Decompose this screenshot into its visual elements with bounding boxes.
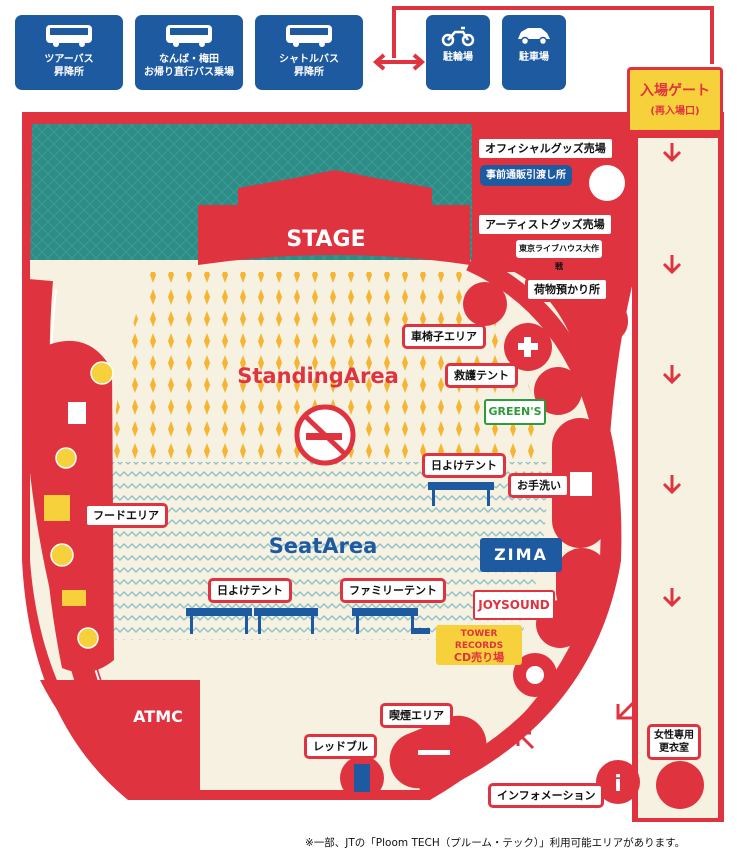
bus-icon [46,25,92,47]
tower-records-label[interactable]: TOWER RECORDS CD売り場 [436,625,522,665]
information-label[interactable]: インフォメーション [488,783,605,808]
wheelchair-circle [463,282,507,326]
family-tent-label[interactable]: ファミリーテント [340,578,446,603]
no-smoking-icon [294,404,356,466]
food-area [42,340,114,673]
car-parking-label: 駐車場 [519,52,549,63]
tour-bus-box[interactable]: ツアーバス 昇降所 [15,15,123,90]
bike-parking-label: 駐輪場 [443,52,473,63]
rice-bowl-icon [50,543,74,567]
bottles-icon [68,402,86,424]
music-circle [534,367,582,415]
standing-area [110,272,548,460]
changing-room-label[interactable]: 女性専用 更衣室 [647,724,701,760]
footnote: ※一部、JTの「Ploom TECH（プルーム・テック）」利用可能エリアがありま… [305,837,686,849]
sunshade-left-label[interactable]: 日よけテント [208,578,292,603]
namba-bus-line1: なんば・梅田 [159,54,219,65]
namba-bus-box[interactable]: なんば・梅田 お帰り直行バス乗場 [135,15,243,90]
luggage-circle [584,300,628,342]
shuttle-bus-line2: 昇降所 [294,67,324,78]
official-goods-label[interactable]: オフィシャルグッズ売場 [476,136,615,161]
fries-icon [55,447,77,469]
tower-records-name: TOWER RECORDS [454,629,504,651]
shuttle-bus-line1: シャトルバス [279,54,339,65]
popcorn-icon [77,627,99,649]
entry-arrows [516,143,682,750]
namba-bus-line2: お帰り直行バス乗場 [144,67,234,78]
entry-gate[interactable]: 入場ゲート (再入場口) [627,67,723,133]
sunshade-tent-right [428,482,494,506]
car-parking-box[interactable]: 駐車場 [502,15,566,90]
standing-area-label: StandingArea [237,364,399,388]
wheelchair-label[interactable]: 車椅子エリア [402,324,486,349]
bike-parking-box[interactable]: 駐輪場 [426,15,490,90]
snack-icon [62,590,86,606]
greens-logo: GREEN'S [484,399,546,425]
entry-gate-title: 入場ゲート [640,83,710,99]
toilet-label[interactable]: お手洗い [508,473,570,498]
atmc-area [40,680,200,790]
info-circle [596,760,640,804]
shuttle-bus-box[interactable]: シャトルバス 昇降所 [255,15,363,90]
stage [198,170,470,265]
artist-goods-label[interactable]: アーティストグッズ売場 [476,212,614,237]
tour-bus-line1: ツアーバス [44,54,94,65]
parking-connector [372,6,714,71]
sunshade-right-label[interactable]: 日よけテント [422,453,506,478]
seat-area-label: SeatArea [269,534,378,558]
stage-label: STAGE [286,227,365,252]
presale-label[interactable]: 事前通販引渡し所 [480,165,572,186]
artist-logo: 東京ライブハウス大作戦 [516,240,602,271]
bus-icon [286,25,332,47]
atmc-label: ATMC [133,707,183,726]
entry-gate-sub: (再入場口) [650,106,700,117]
food-icons [44,361,114,649]
changing-room-circle [656,761,704,809]
bus-icon [166,25,212,47]
svg-text:i: i [614,772,622,797]
motorcycle-icon [441,26,475,47]
tour-bus-line2: 昇降所 [54,67,84,78]
first-aid-label[interactable]: 救護テント [445,363,518,388]
cd-shop-label: CD売り場 [453,651,505,664]
ramen-icon [90,361,114,385]
drink-stand-pill [556,548,608,618]
inner-ring [416,253,622,799]
car-icon [518,28,550,46]
red-bull-label[interactable]: レッドブル [304,734,377,759]
luggage-label[interactable]: 荷物預かり所 [525,277,609,302]
joysound-logo: JOYSOUND [473,590,555,620]
food-area-label[interactable]: フードエリア [84,503,168,528]
drinks-icon [44,495,70,521]
tshirt-circle [589,165,625,201]
smoking-area-label[interactable]: 喫煙エリア [380,703,453,728]
family-tent [352,608,430,634]
zima-logo: ZIMA [480,538,562,572]
sunshade-tent-left [186,608,318,634]
